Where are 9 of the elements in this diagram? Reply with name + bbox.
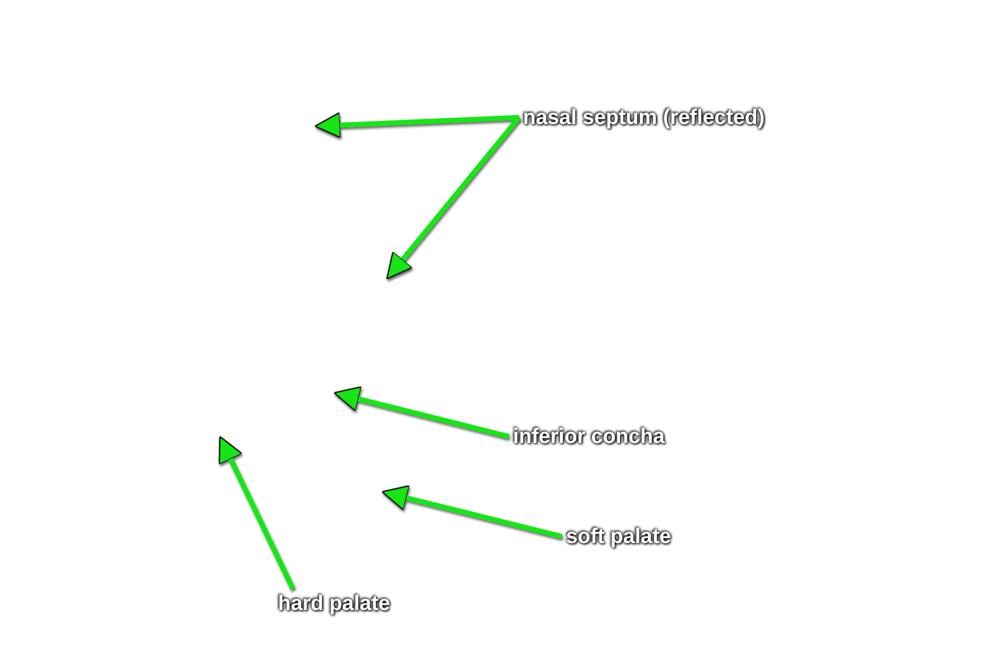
leader-arrow	[314, 112, 520, 138]
leader-arrow	[381, 484, 563, 539]
label-text: nasal septum (reflected)	[523, 107, 765, 128]
label-text: inferior concha	[513, 426, 665, 447]
label-text: hard palate	[278, 593, 390, 614]
label-text: soft palate	[566, 526, 672, 547]
leader-arrow	[333, 386, 510, 439]
leader-arrow	[386, 116, 521, 280]
leader-arrow	[218, 436, 296, 590]
